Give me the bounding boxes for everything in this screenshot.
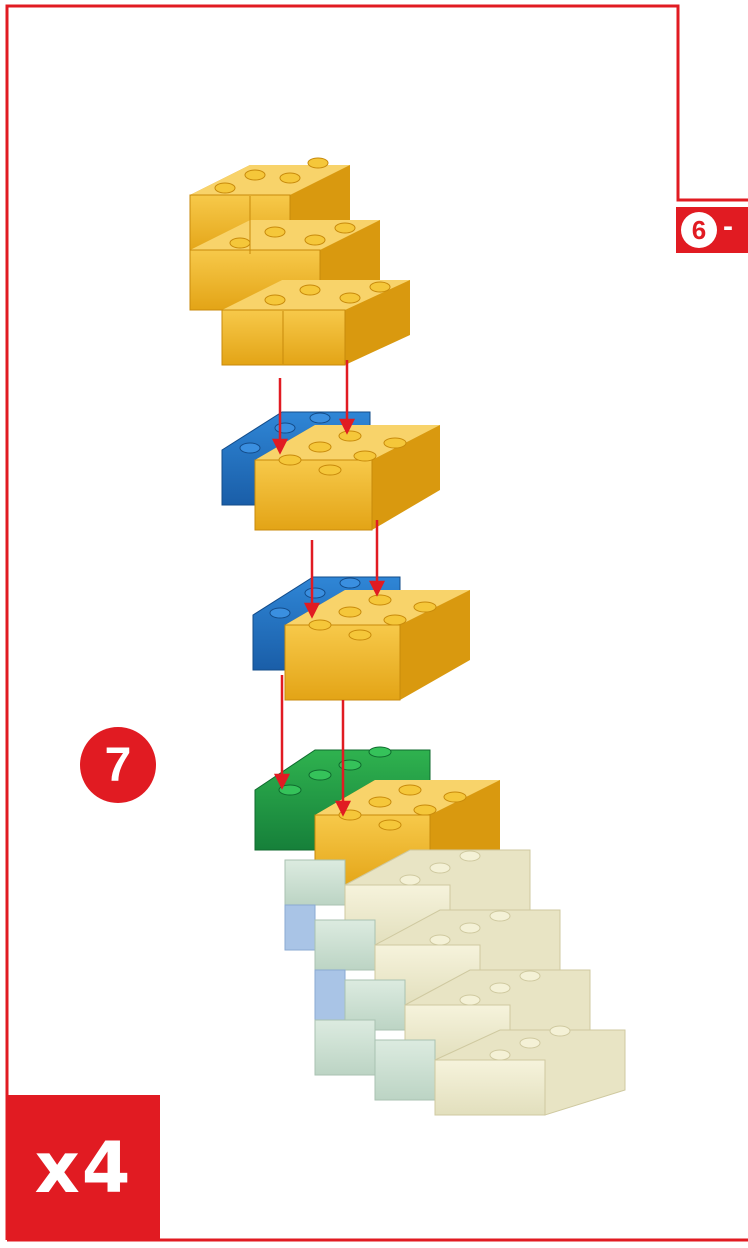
staircase-base [285,850,625,1115]
previous-step-number: 6 [681,212,717,248]
quantity-label: x4 [7,1095,160,1240]
step-number-badge: 7 [80,727,156,803]
yellow-brick-stack [190,158,410,365]
previous-step-marker: 6 - [676,207,748,253]
previous-step-separator: - [723,210,733,244]
blue-yellow-brick-layer-1 [222,412,440,530]
blue-yellow-brick-layer-2 [253,577,470,700]
